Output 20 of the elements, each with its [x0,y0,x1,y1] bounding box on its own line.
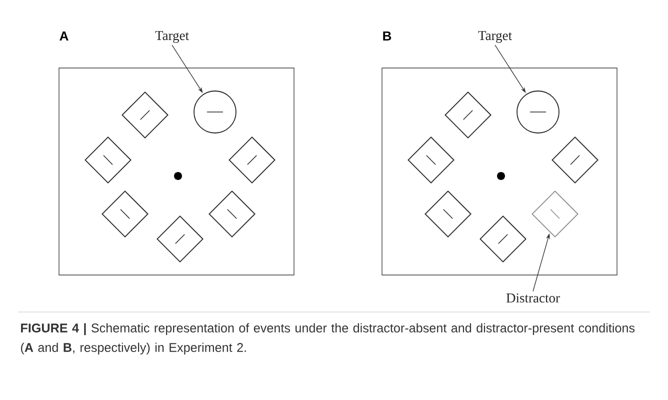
stimulus-diamond [552,136,598,184]
stimulus-diamond [208,190,256,238]
callout-text: Distractor [506,293,560,303]
target-circle [194,90,236,134]
callout-text: Target [155,31,189,43]
stimulus-diamond [102,190,148,238]
node-label: A [60,32,68,40]
stimulus-diamond [444,92,492,138]
stimulus-diamond [532,190,578,238]
stimulus-diamond [480,216,526,262]
stimulus-diamond [408,136,454,184]
target-circle [516,90,560,134]
stimulus-diamond [84,136,132,184]
node-label: B [383,32,392,40]
stimulus-diamond [156,216,204,262]
figure-caption: FIGURE 4 | Schematic representation of events under the distractor-absent and distractor-present conditions (A and B, respectively) in Experiment 2. [21,323,635,354]
callout-text: Target [478,31,512,43]
stimulus-diamond [228,136,276,184]
stimulus-diamond [424,190,472,238]
stimulus-diamond [122,92,168,138]
